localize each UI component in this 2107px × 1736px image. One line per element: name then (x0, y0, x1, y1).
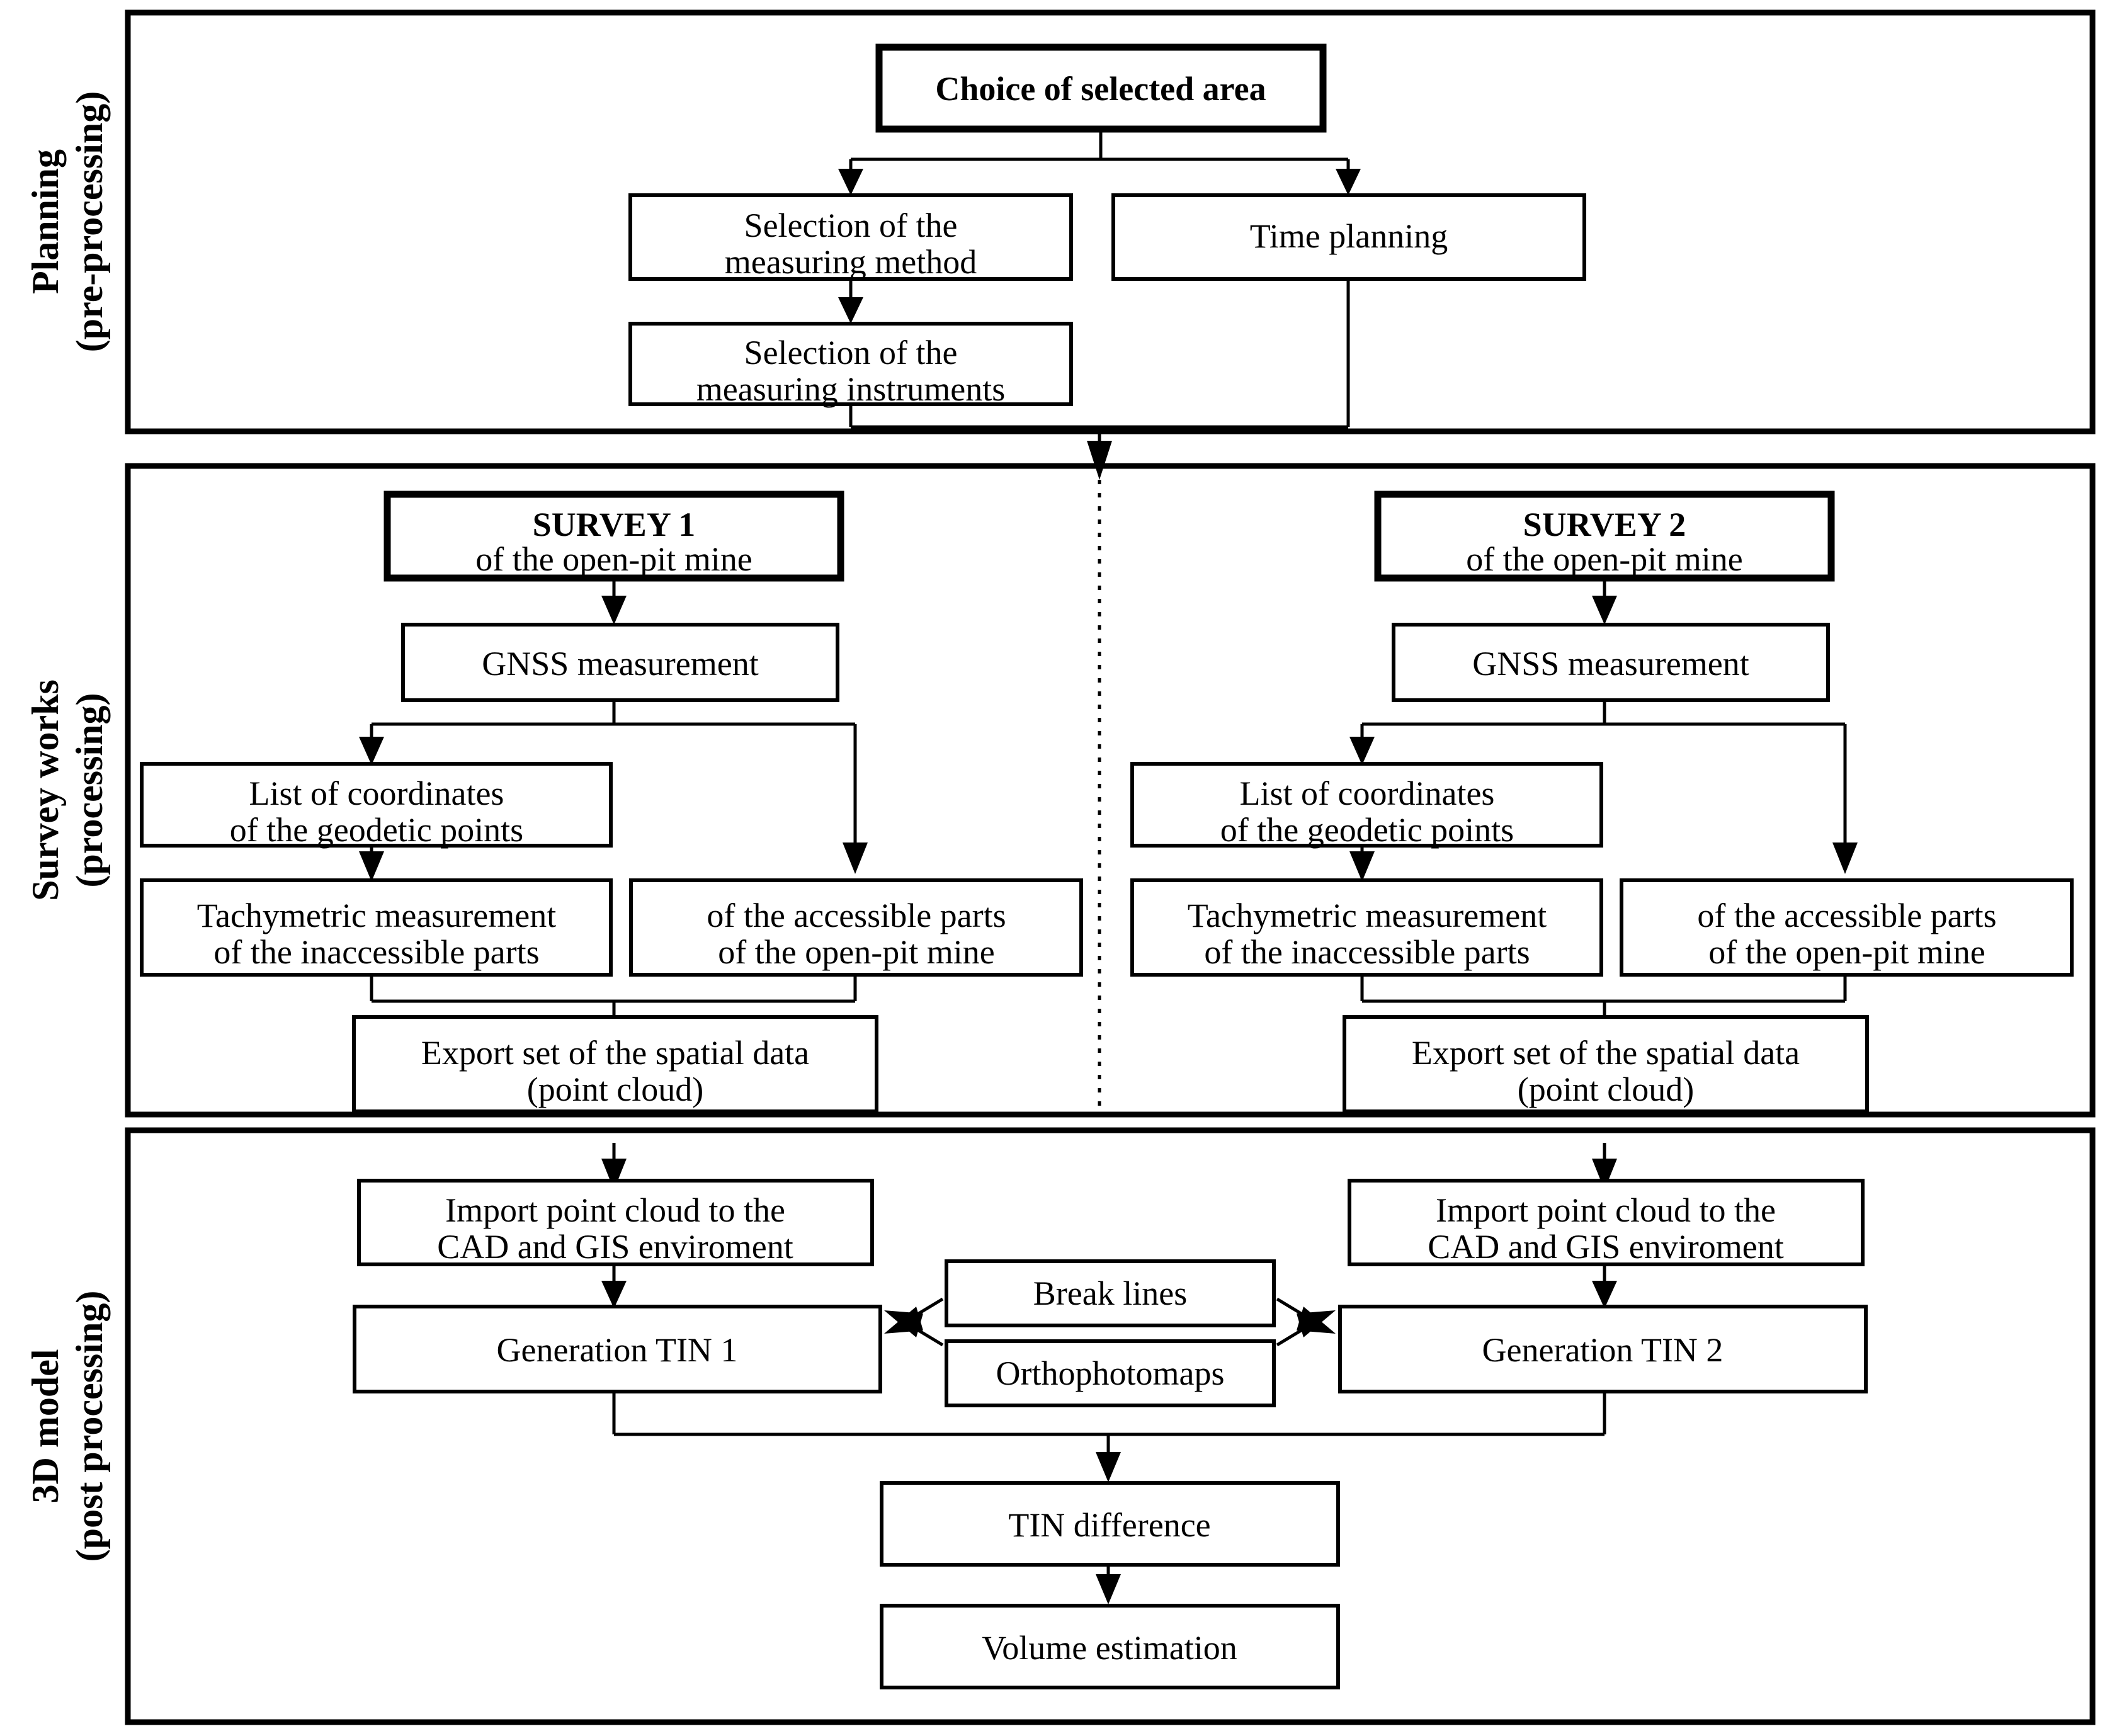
node-export-spatial-data-2-line2: (point cloud) (1518, 1070, 1694, 1108)
arrowhead-gnss2-to-list2 (1349, 737, 1375, 765)
node-accessible-parts-1-line1: of the accessible parts (707, 897, 1006, 934)
node-tin-difference-label: TIN difference (1008, 1506, 1210, 1544)
node-survey-2[interactable] (1374, 491, 1835, 582)
node-accessible-parts-2-line1: of the accessible parts (1697, 897, 1996, 934)
node-export-spatial-data-1-line1: Export set of the spatial data (421, 1034, 809, 1072)
node-survey-2-line2: of the open-pit mine (1466, 540, 1742, 578)
node-selection-measuring-instruments-line1: Selection of the (744, 334, 958, 372)
node-time-planning-label: Time planning (1250, 217, 1448, 255)
node-tachymetric-measurement-2-line1: Tachymetric measurement (1188, 897, 1547, 934)
node-import-point-cloud-2-line2: CAD and GIS enviroment (1428, 1228, 1783, 1266)
section-frame-survey-works (125, 463, 2096, 1118)
node-generation-tin-2[interactable] (1338, 1305, 1868, 1393)
row-label-3d-model: 3D model (post processing) (25, 1291, 110, 1562)
node-gnss-measurement-1[interactable] (401, 623, 839, 702)
row-label-3d-model-line2: (post processing) (69, 1291, 110, 1562)
row-label-planning-line1: Planning (25, 149, 66, 294)
node-selection-measuring-instruments-line2: measuring instruments (696, 370, 1005, 408)
node-export-spatial-data-2-line1: Export set of the spatial data (1412, 1034, 1800, 1072)
node-list-of-coordinates-2[interactable] (1130, 762, 1603, 848)
node-export-spatial-data-2[interactable] (1343, 1015, 1869, 1113)
node-list-of-coordinates-2-line2: of the geodetic points (1220, 811, 1514, 849)
node-choice-of-selected-area[interactable] (875, 43, 1327, 133)
node-import-point-cloud-1-line2: CAD and GIS enviroment (437, 1228, 793, 1266)
section-frame-3d-model (125, 1127, 2096, 1725)
arrowhead-list2-to-tachy2 (1349, 851, 1375, 882)
node-gnss-measurement-2[interactable] (1392, 623, 1830, 702)
arrowhead-planning-to-survey (1087, 441, 1112, 480)
node-survey-1-line1: SURVEY 1 (533, 506, 696, 543)
node-tachymetric-measurement-1-line1: Tachymetric measurement (197, 897, 556, 934)
arrowhead-export1-to-import1 (601, 1159, 627, 1190)
arrowhead-ortho-to-tin1 (884, 1310, 923, 1337)
node-orthophotomaps[interactable] (945, 1339, 1276, 1407)
arrowhead-to-time-planning (1336, 169, 1361, 195)
arrowhead-export2-to-import2 (1592, 1159, 1617, 1190)
node-import-point-cloud-2[interactable] (1348, 1179, 1865, 1266)
node-list-of-coordinates-1[interactable] (140, 762, 613, 848)
arrowhead-difference-to-volume (1096, 1574, 1121, 1604)
node-import-point-cloud-1-line1: Import point cloud to the (445, 1191, 785, 1229)
arrowhead-import2-to-tin2 (1592, 1281, 1617, 1308)
node-break-lines[interactable] (945, 1259, 1276, 1327)
node-generation-tin-1[interactable] (353, 1305, 882, 1393)
arrowhead-list1-to-tachy1 (359, 851, 384, 882)
arrowhead-import1-to-tin1 (601, 1281, 627, 1308)
node-time-planning[interactable] (1111, 193, 1586, 281)
node-list-of-coordinates-1-line1: List of coordinates (249, 774, 504, 812)
node-import-point-cloud-1[interactable] (357, 1179, 874, 1266)
node-selection-measuring-method[interactable] (628, 193, 1073, 281)
node-tachymetric-measurement-1[interactable] (140, 878, 613, 977)
arrowhead-tin-to-difference (1096, 1452, 1121, 1482)
row-label-planning: Planning (pre-processing) (25, 91, 110, 352)
row-label-survey-works-line1: Survey works (25, 679, 66, 901)
node-accessible-parts-2[interactable] (1620, 878, 2074, 977)
node-break-lines-label: Break lines (1033, 1274, 1187, 1312)
node-tachymetric-measurement-2-line2: of the inaccessible parts (1204, 933, 1530, 971)
node-export-spatial-data-1-line2: (point cloud) (527, 1070, 703, 1108)
arrowhead-survey2-to-gnss2 (1592, 596, 1617, 625)
node-accessible-parts-2-line2: of the open-pit mine (1708, 933, 1985, 971)
row-label-survey-works: Survey works (processing) (25, 679, 110, 901)
node-survey-2-line1: SURVEY 2 (1523, 506, 1686, 543)
arrowhead-to-selection-method (838, 169, 863, 195)
node-selection-measuring-method-line2: measuring method (725, 243, 977, 281)
arrowhead-gnss1-to-accessible1 (843, 842, 868, 874)
node-survey-1-line2: of the open-pit mine (475, 540, 752, 578)
arrowhead-to-instruments (838, 297, 863, 324)
node-tin-difference[interactable] (880, 1481, 1340, 1567)
arrowhead-gnss2-to-accessible2 (1832, 842, 1858, 874)
node-tachymetric-measurement-2[interactable] (1130, 878, 1603, 977)
node-gnss-measurement-1-label: GNSS measurement (482, 645, 758, 683)
row-label-planning-line2: (pre-processing) (69, 91, 110, 352)
node-accessible-parts-1[interactable] (629, 878, 1083, 977)
row-label-3d-model-line1: 3D model (25, 1349, 66, 1504)
row-label-survey-works-line2: (processing) (69, 693, 110, 888)
node-gnss-measurement-2-label: GNSS measurement (1472, 645, 1749, 683)
arrowhead-ortho-to-tin2 (1297, 1310, 1336, 1337)
node-tachymetric-measurement-1-line2: of the inaccessible parts (213, 933, 539, 971)
node-choice-of-selected-area-label: Choice of selected area (935, 70, 1266, 108)
node-volume-estimation-label: Volume estimation (982, 1629, 1237, 1667)
node-selection-measuring-method-line1: Selection of the (744, 207, 958, 244)
arrowhead-gnss1-to-list1 (359, 737, 384, 765)
node-selection-measuring-instruments[interactable] (628, 322, 1073, 406)
node-list-of-coordinates-2-line1: List of coordinates (1240, 774, 1495, 812)
node-volume-estimation[interactable] (880, 1604, 1340, 1689)
node-generation-tin-1-label: Generation TIN 1 (497, 1331, 738, 1369)
node-accessible-parts-1-line2: of the open-pit mine (718, 933, 994, 971)
node-survey-1[interactable] (383, 491, 844, 582)
node-list-of-coordinates-1-line2: of the geodetic points (230, 811, 523, 849)
section-frame-planning (125, 9, 2096, 434)
node-orthophotomaps-label: Orthophotomaps (996, 1354, 1225, 1392)
node-generation-tin-2-label: Generation TIN 2 (1482, 1331, 1724, 1369)
arrowhead-survey1-to-gnss1 (601, 596, 627, 625)
node-export-spatial-data-1[interactable] (352, 1015, 878, 1113)
node-import-point-cloud-2-line1: Import point cloud to the (1436, 1191, 1776, 1229)
